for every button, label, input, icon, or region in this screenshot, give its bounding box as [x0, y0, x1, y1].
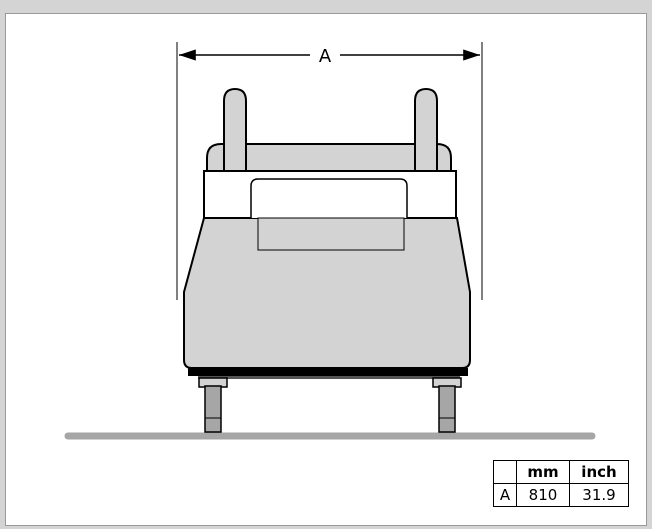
front-panel-recess	[257, 217, 405, 251]
row-value-mm: 810	[516, 483, 570, 507]
wheel-left	[204, 385, 222, 433]
base-bar	[188, 368, 468, 376]
dimension-label: A	[319, 46, 332, 67]
handle-left	[223, 87, 247, 173]
header-cell-empty	[493, 460, 517, 484]
wheel-right	[438, 385, 456, 433]
table-row: A 810 31.9	[493, 483, 629, 507]
front-panel-frame	[250, 178, 408, 218]
handle-bar-frame	[206, 143, 452, 172]
header-cell-mm: mm	[516, 460, 570, 484]
base-underside	[198, 376, 460, 379]
handle-right	[414, 87, 438, 173]
dimensions-table-header: mm inch	[493, 460, 629, 484]
row-label: A	[493, 483, 517, 507]
row-value-inch: 31.9	[569, 483, 629, 507]
header-cell-inch: inch	[569, 460, 629, 484]
dimensions-table: mm inch A 810 31.9	[493, 460, 629, 507]
